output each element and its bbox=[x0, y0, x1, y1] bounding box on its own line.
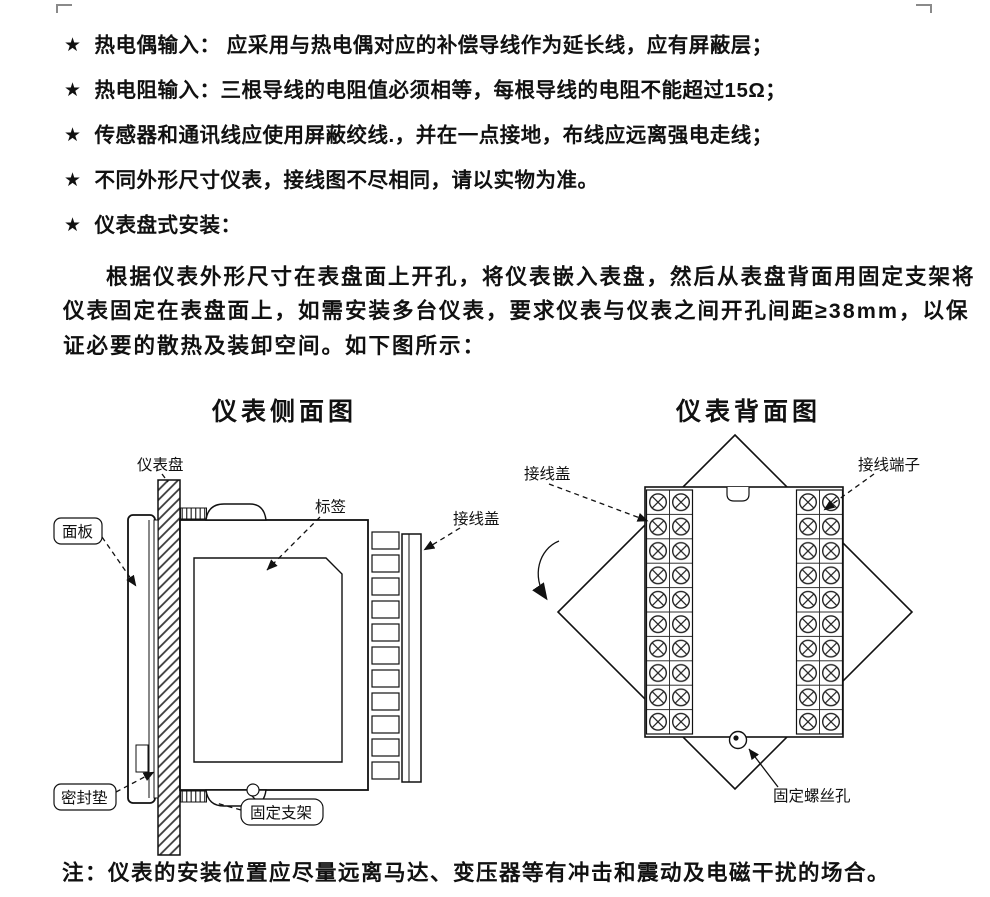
star-icon: ★ bbox=[64, 170, 82, 191]
installation-diagrams: 仪表盘 面板 标签 接线盖 密封垫 固定支架 接线盖 bbox=[53, 433, 920, 856]
bracket-label-box bbox=[240, 798, 324, 826]
bullet-text: 不同外形尺寸仪表，接线图不尽相同，请以实物为准。 bbox=[94, 169, 599, 192]
screw-hole-leader bbox=[748, 748, 779, 788]
bracket-label: 固定支架 bbox=[250, 804, 312, 822]
bracket-leader-2 bbox=[215, 802, 242, 811]
back-view-figure: 接线盖 接线端子 固定螺丝孔 bbox=[524, 433, 920, 805]
front-panel-leader bbox=[101, 536, 137, 587]
terminal-cover-leader-side bbox=[423, 527, 461, 551]
bullet-item: ★ 热电偶输入： 应采用与热电偶对应的补偿导线作为延长线，应有屏蔽层； bbox=[64, 34, 970, 58]
installation-paragraph: 根据仪表外形尺寸在表盘面上开孔，将仪表嵌入表盘，然后从表盘背面用固定支架将仪表固… bbox=[63, 265, 976, 358]
terminals-leader bbox=[823, 473, 875, 511]
star-icon: ★ bbox=[64, 125, 82, 146]
panel-board-leader bbox=[161, 473, 169, 483]
sticker-leader bbox=[266, 516, 321, 571]
bracket-leader-1 bbox=[248, 792, 256, 800]
terminal-cover-label-back: 接线盖 bbox=[524, 465, 571, 483]
bracket-pivot-screw bbox=[246, 783, 260, 797]
bullet-text: 仪表盘式安装： bbox=[94, 214, 242, 237]
terminal-strip-right bbox=[795, 489, 844, 735]
gasket-label-box bbox=[53, 783, 117, 811]
panel-board bbox=[157, 479, 181, 856]
bullet-text: 热电阻输入：三根导线的电阻值必须相等，每根导线的电阻不能超过15Ω； bbox=[94, 79, 787, 102]
gasket-leader bbox=[115, 771, 155, 793]
back-top-tab bbox=[726, 487, 750, 502]
side-view-figure: 仪表盘 面板 标签 接线盖 密封垫 固定支架 bbox=[53, 455, 500, 856]
rotate-arrow-icon bbox=[532, 540, 560, 601]
bottom-note: 注：仪表的安装位置应尽量远离马达、变压器等有冲击和震动及电磁干扰的场合。 bbox=[62, 861, 891, 885]
label-sticker bbox=[193, 557, 343, 763]
terminal-strip-left bbox=[645, 489, 694, 735]
screw-hole-label: 固定螺丝孔 bbox=[773, 787, 851, 805]
sticker-label: 标签 bbox=[315, 498, 346, 516]
bullet-item: ★ 仪表盘式安装： bbox=[64, 214, 970, 238]
fixing-screw-hole bbox=[728, 730, 748, 750]
crop-mark-right bbox=[916, 4, 932, 13]
bracket-screw-top bbox=[180, 507, 207, 520]
bullet-item: ★ 不同外形尺寸仪表，接线图不尽相同，请以实物为准。 bbox=[64, 169, 970, 193]
terminal-cover-side bbox=[401, 533, 422, 783]
terminal-cover-label-side: 接线盖 bbox=[453, 510, 500, 528]
terminal-block-ribs bbox=[371, 531, 400, 780]
star-icon: ★ bbox=[64, 80, 82, 101]
back-view-title: 仪表背面图 bbox=[676, 399, 822, 426]
star-icon: ★ bbox=[64, 35, 82, 56]
star-icon: ★ bbox=[64, 215, 82, 236]
bullet-item: ★ 传感器和通讯线应使用屏蔽绞线.，并在一点接地，布线应远离强电走线； bbox=[64, 124, 970, 148]
bullet-text: 热电偶输入： 应采用与热电偶对应的补偿导线作为延长线，应有屏蔽层； bbox=[94, 34, 773, 57]
bullet-item: ★ 热电阻输入：三根导线的电阻值必须相等，每根导线的电阻不能超过15Ω； bbox=[64, 79, 970, 103]
panel-board-label: 仪表盘 bbox=[137, 455, 184, 474]
notes-list: ★ 热电偶输入： 应采用与热电偶对应的补偿导线作为延长线，应有屏蔽层； ★ 热电… bbox=[64, 34, 970, 259]
terminals-label: 接线端子 bbox=[858, 456, 920, 474]
terminal-cover-leader-back bbox=[548, 483, 649, 522]
side-view-title: 仪表侧面图 bbox=[212, 399, 358, 426]
bracket-screw-bottom bbox=[180, 790, 207, 803]
front-panel-label-box bbox=[53, 517, 103, 545]
seal-gasket bbox=[153, 519, 159, 799]
fixing-screw-dot bbox=[733, 735, 739, 741]
front-panel-latch bbox=[135, 744, 149, 773]
mounting-bracket-top bbox=[205, 503, 267, 521]
front-panel-label: 面板 bbox=[62, 523, 93, 541]
bullet-text: 传感器和通讯线应使用屏蔽绞线.，并在一点接地，布线应远离强电走线； bbox=[94, 124, 773, 147]
crop-mark-left bbox=[56, 4, 72, 13]
gasket-label: 密封垫 bbox=[61, 789, 108, 807]
